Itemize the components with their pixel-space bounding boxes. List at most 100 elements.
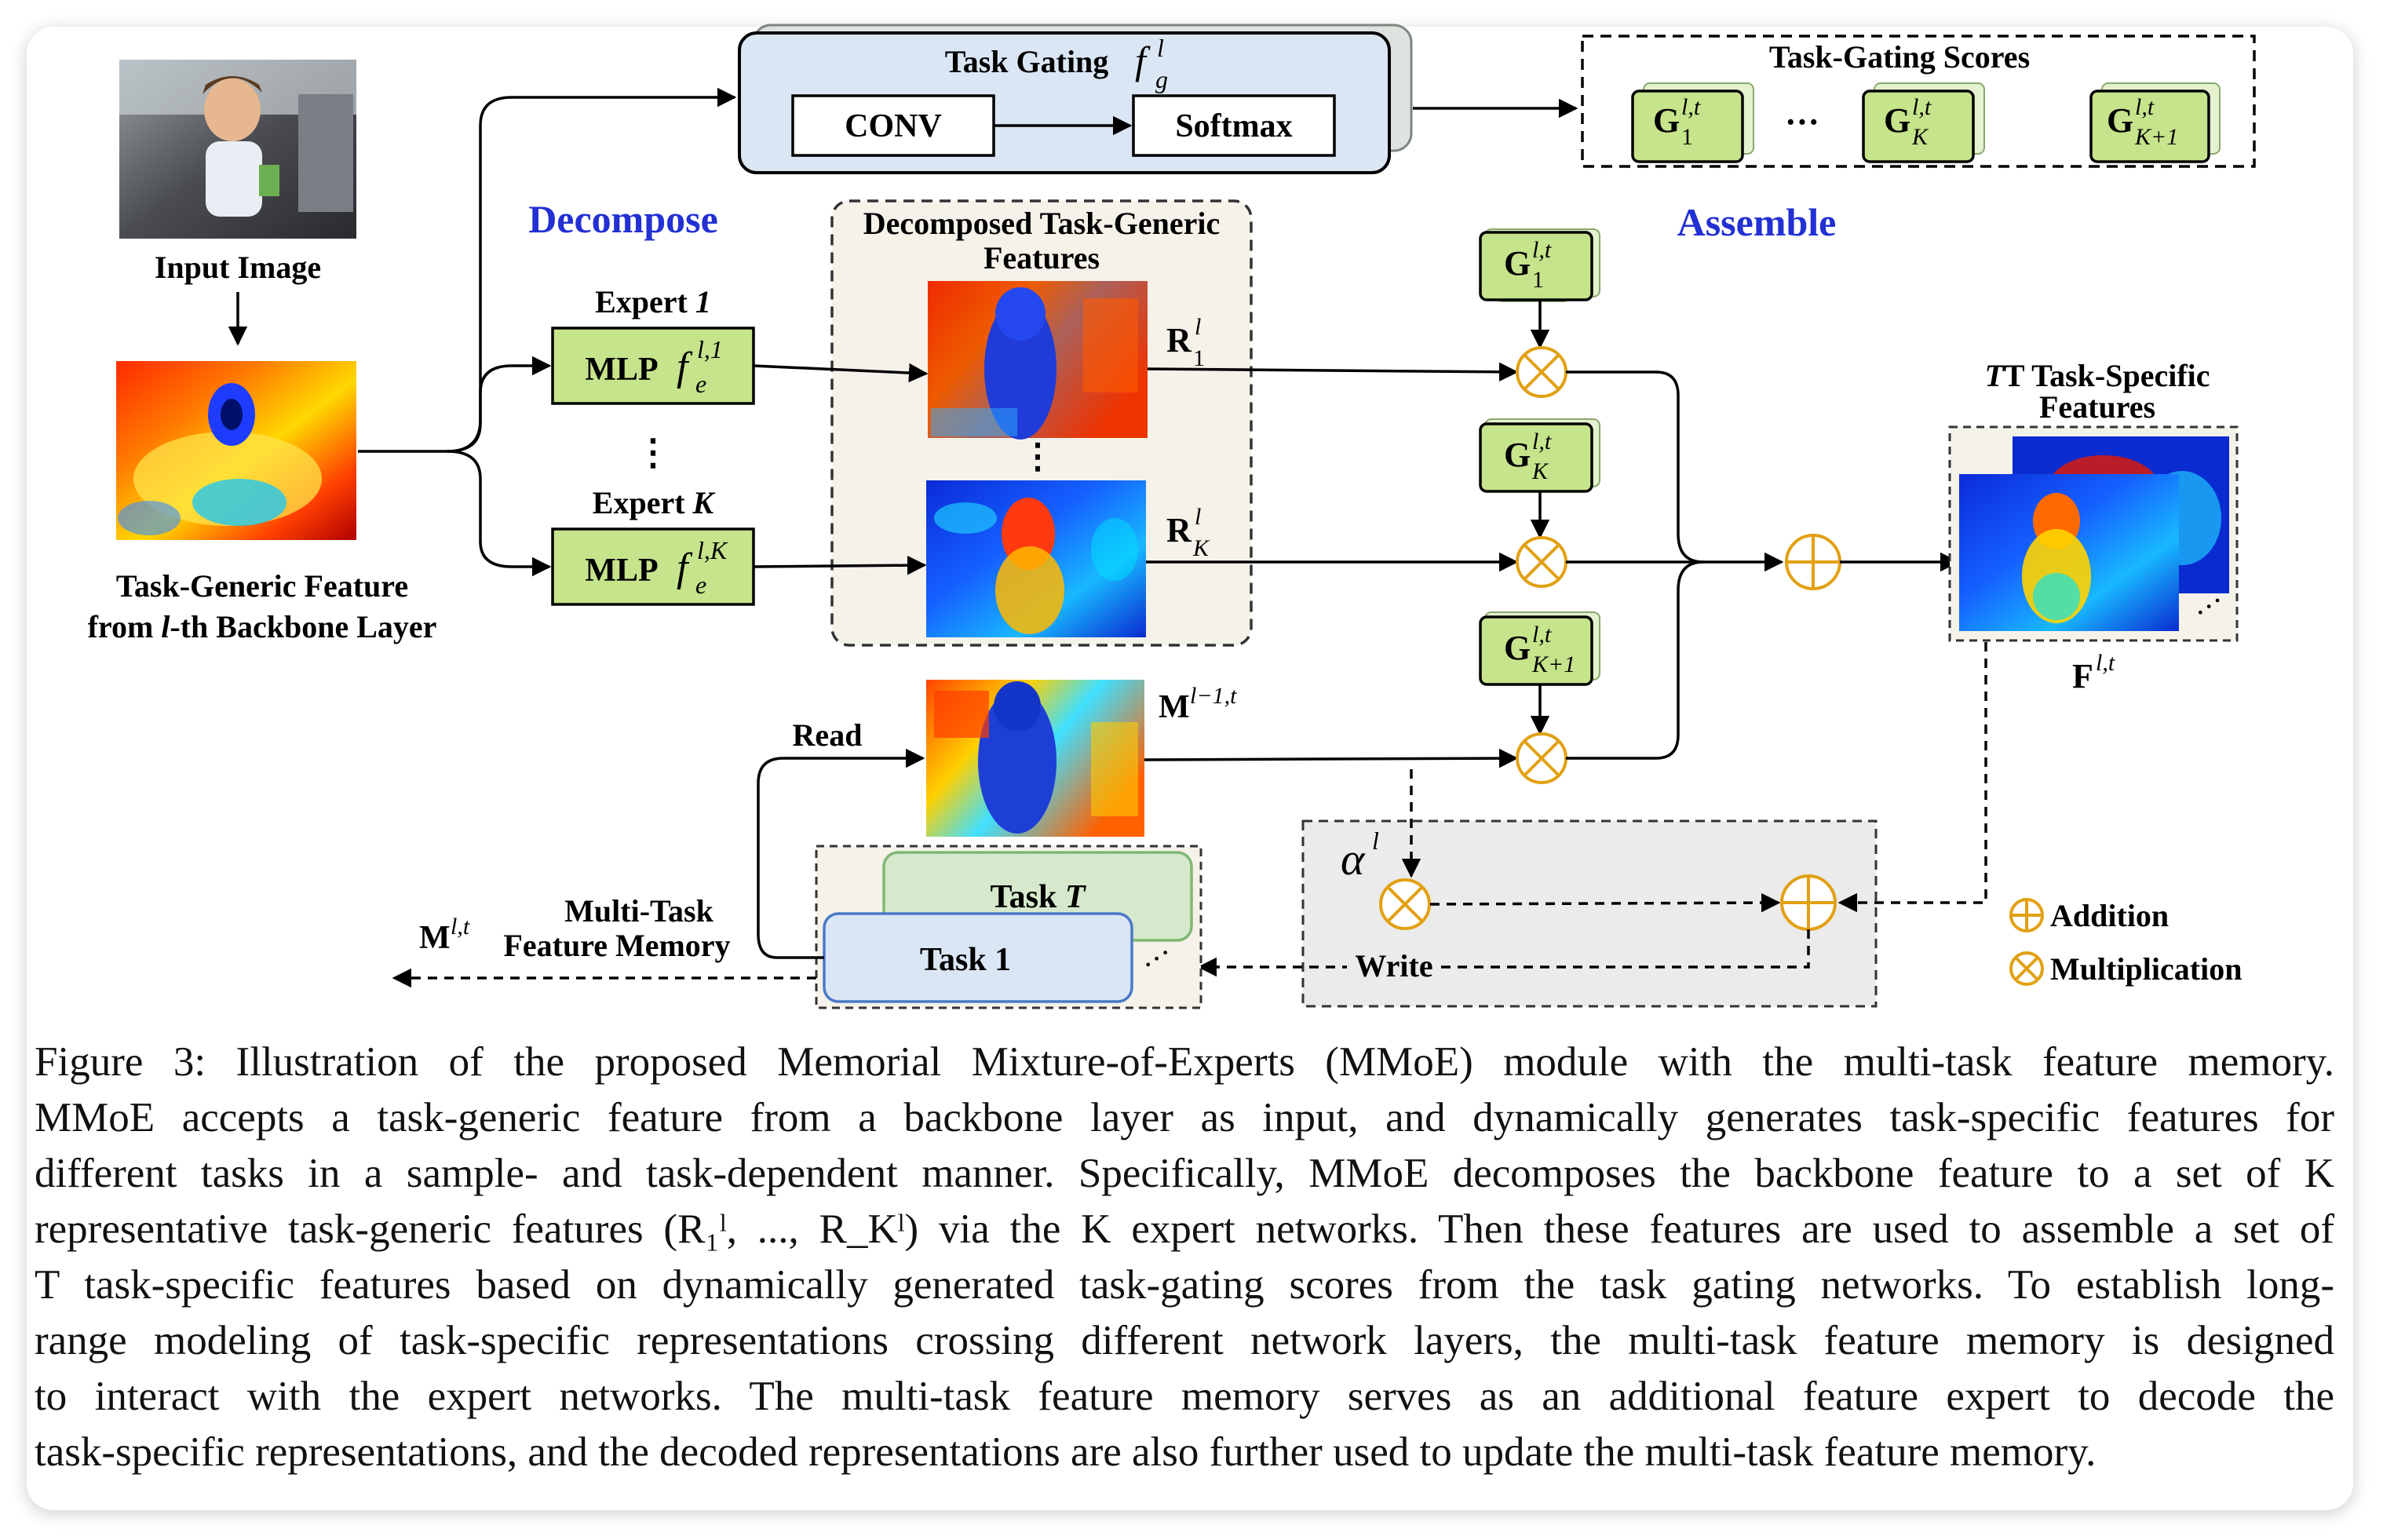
memory-title-2: Feature Memory — [503, 928, 730, 963]
svg-text:l,K: l,K — [697, 536, 728, 564]
conv-label: CONV — [845, 108, 942, 144]
svg-text:K+1: K+1 — [2134, 124, 2178, 150]
caption-line: T task-specific features based on dynami… — [35, 1262, 2334, 1308]
svg-text:G: G — [1504, 629, 1531, 667]
caption-line: MMoE accepts a task-generic feature from… — [35, 1095, 2334, 1140]
svg-text:l−1,t: l−1,t — [1190, 683, 1237, 709]
expert-1-box — [551, 327, 755, 405]
gate-gk-box — [1479, 418, 1600, 493]
svg-text:K+1: K+1 — [1531, 651, 1575, 677]
expert-1-symbol: f l,1 e — [677, 335, 723, 398]
legend-addition: Addition — [2009, 898, 2169, 933]
read-label: Read — [793, 717, 863, 753]
gate-g1-box — [1479, 228, 1600, 302]
svg-text:l,t: l,t — [2096, 650, 2115, 676]
merge-from-mult-mem — [1566, 560, 1704, 760]
multiply-op-alpha — [1379, 878, 1431, 930]
svg-text:l,t: l,t — [1532, 237, 1552, 263]
svg-text:l: l — [1195, 504, 1201, 530]
svg-text:G: G — [1884, 101, 1910, 140]
svg-text:l,1: l,1 — [697, 335, 723, 363]
score-gk1 — [2089, 82, 2221, 163]
caption-line: different tasks in a sample- and task-de… — [35, 1151, 2334, 1196]
decomposed-title-1: Decomposed Task-Generic — [863, 206, 1220, 241]
svg-text:G: G — [2107, 101, 2133, 140]
output-title-1: TT Task-Specific — [1984, 358, 2210, 393]
svg-text:l,t: l,t — [2135, 94, 2155, 120]
alpha-label: α l — [1341, 827, 1379, 885]
multiply-op-memory — [1516, 732, 1567, 784]
arrow-expert-k-to-rk — [753, 555, 927, 575]
legend-multiplication: Multiplication — [2009, 951, 2242, 987]
svg-text:M: M — [1159, 689, 1190, 725]
expert-k-title: Expert K — [593, 485, 716, 520]
feature-map-r1 — [928, 281, 1148, 440]
branch-to-expert-1 — [447, 356, 552, 453]
write-label: Write — [1355, 948, 1432, 983]
gate-gk1-box — [1479, 611, 1600, 686]
m-out-label: M l,t — [419, 914, 470, 956]
legend-multiplication-label: Multiplication — [2050, 951, 2242, 987]
score-gk — [1862, 82, 1985, 163]
multiply-op-k — [1516, 536, 1567, 588]
svg-text:1: 1 — [1193, 345, 1205, 371]
svg-text:G: G — [1653, 101, 1680, 140]
svg-text:F: F — [2072, 657, 2093, 695]
merge-from-mult-1 — [1566, 370, 1704, 564]
task-gating-title: Task Gating — [945, 44, 1109, 79]
svg-text:l,t: l,t — [1532, 429, 1552, 454]
feature-map-memory — [926, 680, 1144, 837]
scores-ellipsis: ··· — [1785, 103, 1819, 141]
svg-text:M: M — [419, 920, 451, 956]
svg-text:l,t: l,t — [1681, 94, 1701, 120]
scores-box — [1581, 35, 2256, 168]
dashed-output-to-write — [1837, 642, 1987, 913]
caption-line: Figure 3: Illustration of the proposed M… — [35, 1039, 2334, 1085]
svg-text:1: 1 — [1532, 267, 1544, 293]
svg-text:R: R — [1166, 321, 1192, 359]
line-r1-to-mult — [1147, 362, 1519, 382]
caption-line: representative task-generic features (R₁… — [35, 1206, 2334, 1252]
f-out-label: F l,t — [2072, 650, 2115, 695]
svg-text:G: G — [1504, 436, 1531, 474]
arrow-expert-1-to-r1 — [753, 363, 929, 383]
mmoe-diagram: Input Image Task-Generic Feature from l-… — [88, 24, 2256, 1009]
figure-caption: Figure 3: Illustration of the proposed M… — [35, 1035, 2334, 1480]
expert-1-mlp: MLP — [585, 352, 658, 388]
output-title-2: Features — [2039, 389, 2155, 425]
backbone-feature-label-2: from l-th Backbone Layer — [88, 609, 437, 644]
svg-text:l: l — [1195, 314, 1201, 340]
svg-text:e: e — [695, 370, 706, 398]
m-prev-label: M l−1,t — [1159, 683, 1237, 725]
softmax-box — [1132, 94, 1336, 157]
svg-text:K: K — [1911, 124, 1929, 150]
r1-label: R l 1 — [1166, 314, 1205, 371]
svg-text:α: α — [1341, 834, 1366, 885]
output-map-front — [1959, 474, 2179, 631]
svg-text:l,t: l,t — [1532, 622, 1552, 648]
caption-line: to interact with the expert networks. Th… — [35, 1374, 2334, 1419]
svg-text:1: 1 — [1681, 124, 1693, 150]
dashed-alpha-to-add — [1429, 892, 1781, 913]
caption-line: range modeling of task-specific represen… — [35, 1318, 2334, 1363]
svg-text:e: e — [695, 571, 706, 599]
svg-text:K: K — [1531, 458, 1549, 484]
rk-label: R l K — [1166, 504, 1210, 561]
decomposed-vdots: ⋮ — [1020, 437, 1055, 476]
svg-text:G: G — [1504, 244, 1531, 283]
softmax-label: Softmax — [1175, 108, 1292, 144]
add-op-write — [1780, 874, 1837, 931]
score-g1 — [1631, 82, 1754, 163]
svg-text:K: K — [1192, 535, 1210, 561]
svg-text:l,t: l,t — [451, 914, 470, 940]
decomposed-title-2: Features — [983, 240, 1100, 276]
line-mem-to-mult — [1144, 748, 1519, 768]
branch-to-expert-k — [447, 450, 552, 577]
backbone-feature-label-1: Task-Generic Feature — [116, 568, 408, 604]
conv-box — [791, 94, 995, 157]
